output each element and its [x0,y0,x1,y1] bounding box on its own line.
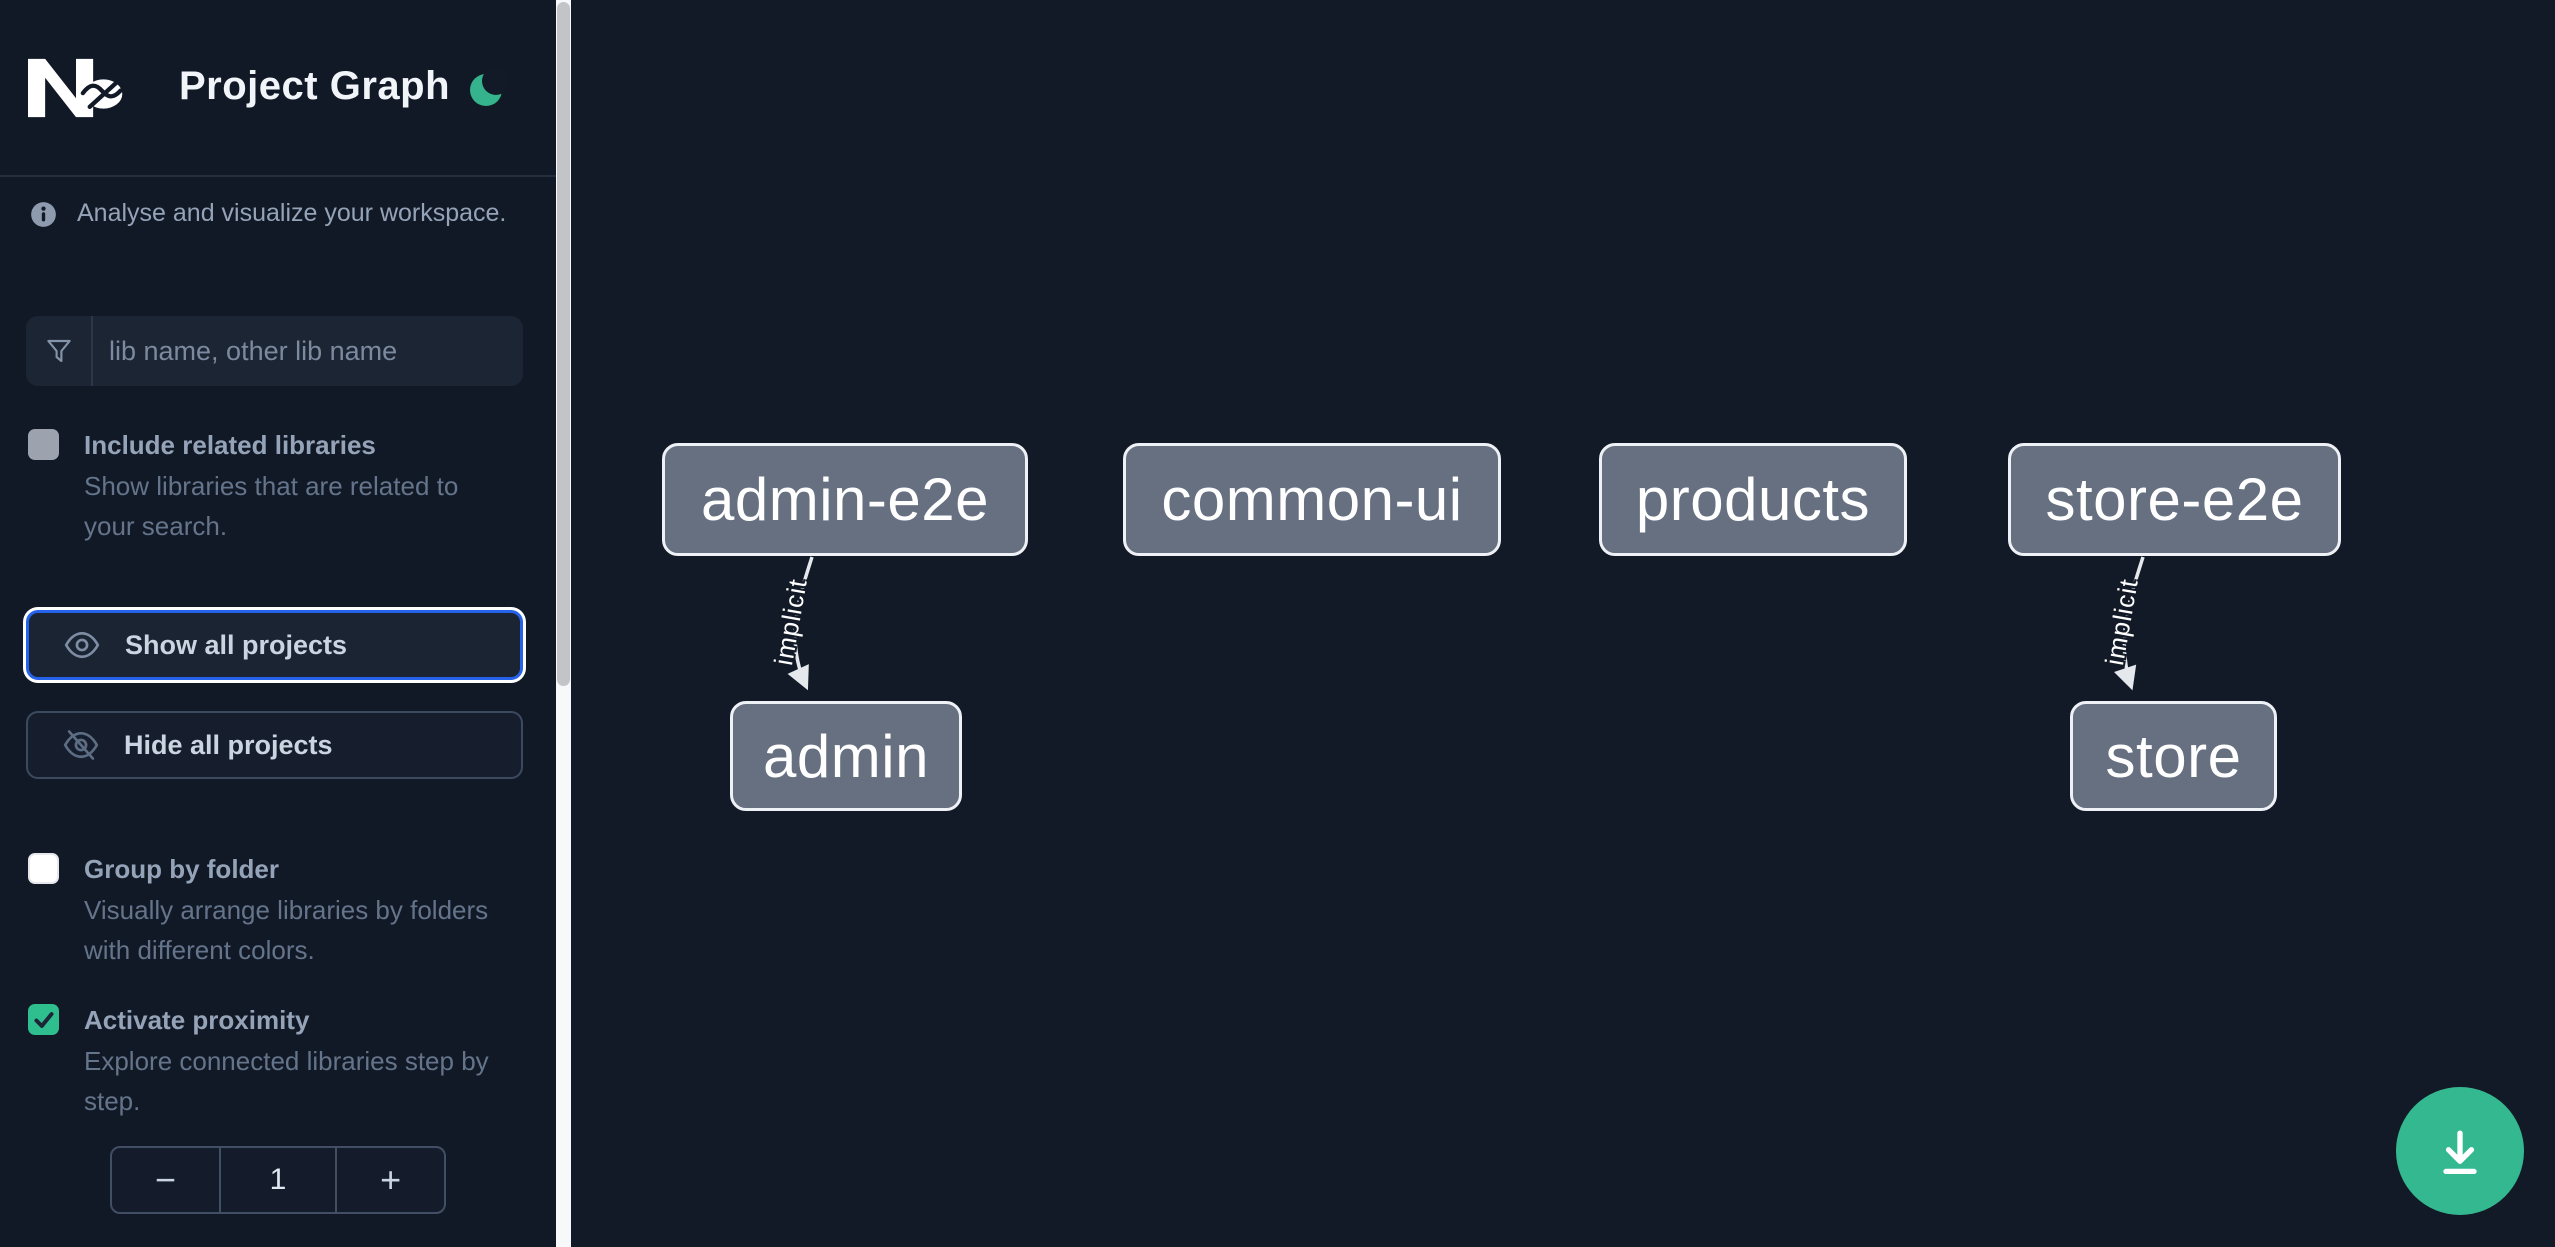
edge-store-e2e-to-store [2114,556,2145,691]
group-by-folder-label: Group by folder [84,854,279,884]
proximity-depth-input[interactable] [220,1148,336,1212]
include-related-label: Include related libraries [84,430,376,460]
hide-all-projects-button[interactable]: Hide all projects [26,711,523,779]
include-related-description: Show libraries that are related to your … [84,471,459,541]
increment-button[interactable]: + [337,1148,444,1212]
group-by-folder-description: Visually arrange libraries by folders wi… [84,895,489,965]
tagline: Analyse and visualize your workspace. [77,199,507,227]
page-title: Project Graph [179,64,451,108]
sidebar: Project Graph Analyse and visualize your… [0,0,556,1247]
show-all-projects-button[interactable]: Show all projects [26,610,523,680]
hide-all-projects-label: Hide all projects [124,729,333,760]
eye-slash-icon [62,726,100,764]
funnel-icon [26,316,93,386]
activate-proximity-checkbox[interactable] [28,1004,59,1035]
filter-input[interactable] [93,316,523,386]
graph-node-admin[interactable]: admin [730,701,962,811]
app-header: Project Graph [0,0,556,177]
filter-searchbox [26,316,523,386]
activate-proximity-description: Explore connected libraries step by step… [84,1046,489,1116]
info-icon [30,201,57,228]
graph-node-products[interactable]: products [1599,443,1907,556]
theme-toggle-moon-icon[interactable] [468,67,510,108]
group-by-folder-checkbox[interactable] [28,853,59,884]
download-icon [2432,1123,2488,1179]
project-graph-canvas[interactable]: implicit implicit admin-e2e common-ui pr… [571,0,2555,1247]
show-all-projects-label: Show all projects [125,629,348,660]
graph-node-admin-e2e[interactable]: admin-e2e [662,443,1028,556]
proximity-depth-stepper: − + [110,1146,446,1214]
decrement-button[interactable]: − [112,1148,219,1212]
sidebar-scrollbar-track [556,0,571,1247]
activate-proximity-label: Activate proximity [84,1005,310,1035]
eye-icon [63,626,101,664]
graph-edges [787,556,2145,691]
nx-logo [28,50,124,126]
edge-admin-e2e-to-admin [787,556,814,691]
download-graph-button[interactable] [2396,1087,2524,1215]
graph-node-store[interactable]: store [2070,701,2277,811]
graph-node-store-e2e[interactable]: store-e2e [2008,443,2341,556]
sidebar-scrollbar-thumb[interactable] [557,2,570,686]
include-related-checkbox[interactable] [28,429,59,460]
graph-node-common-ui[interactable]: common-ui [1123,443,1501,556]
